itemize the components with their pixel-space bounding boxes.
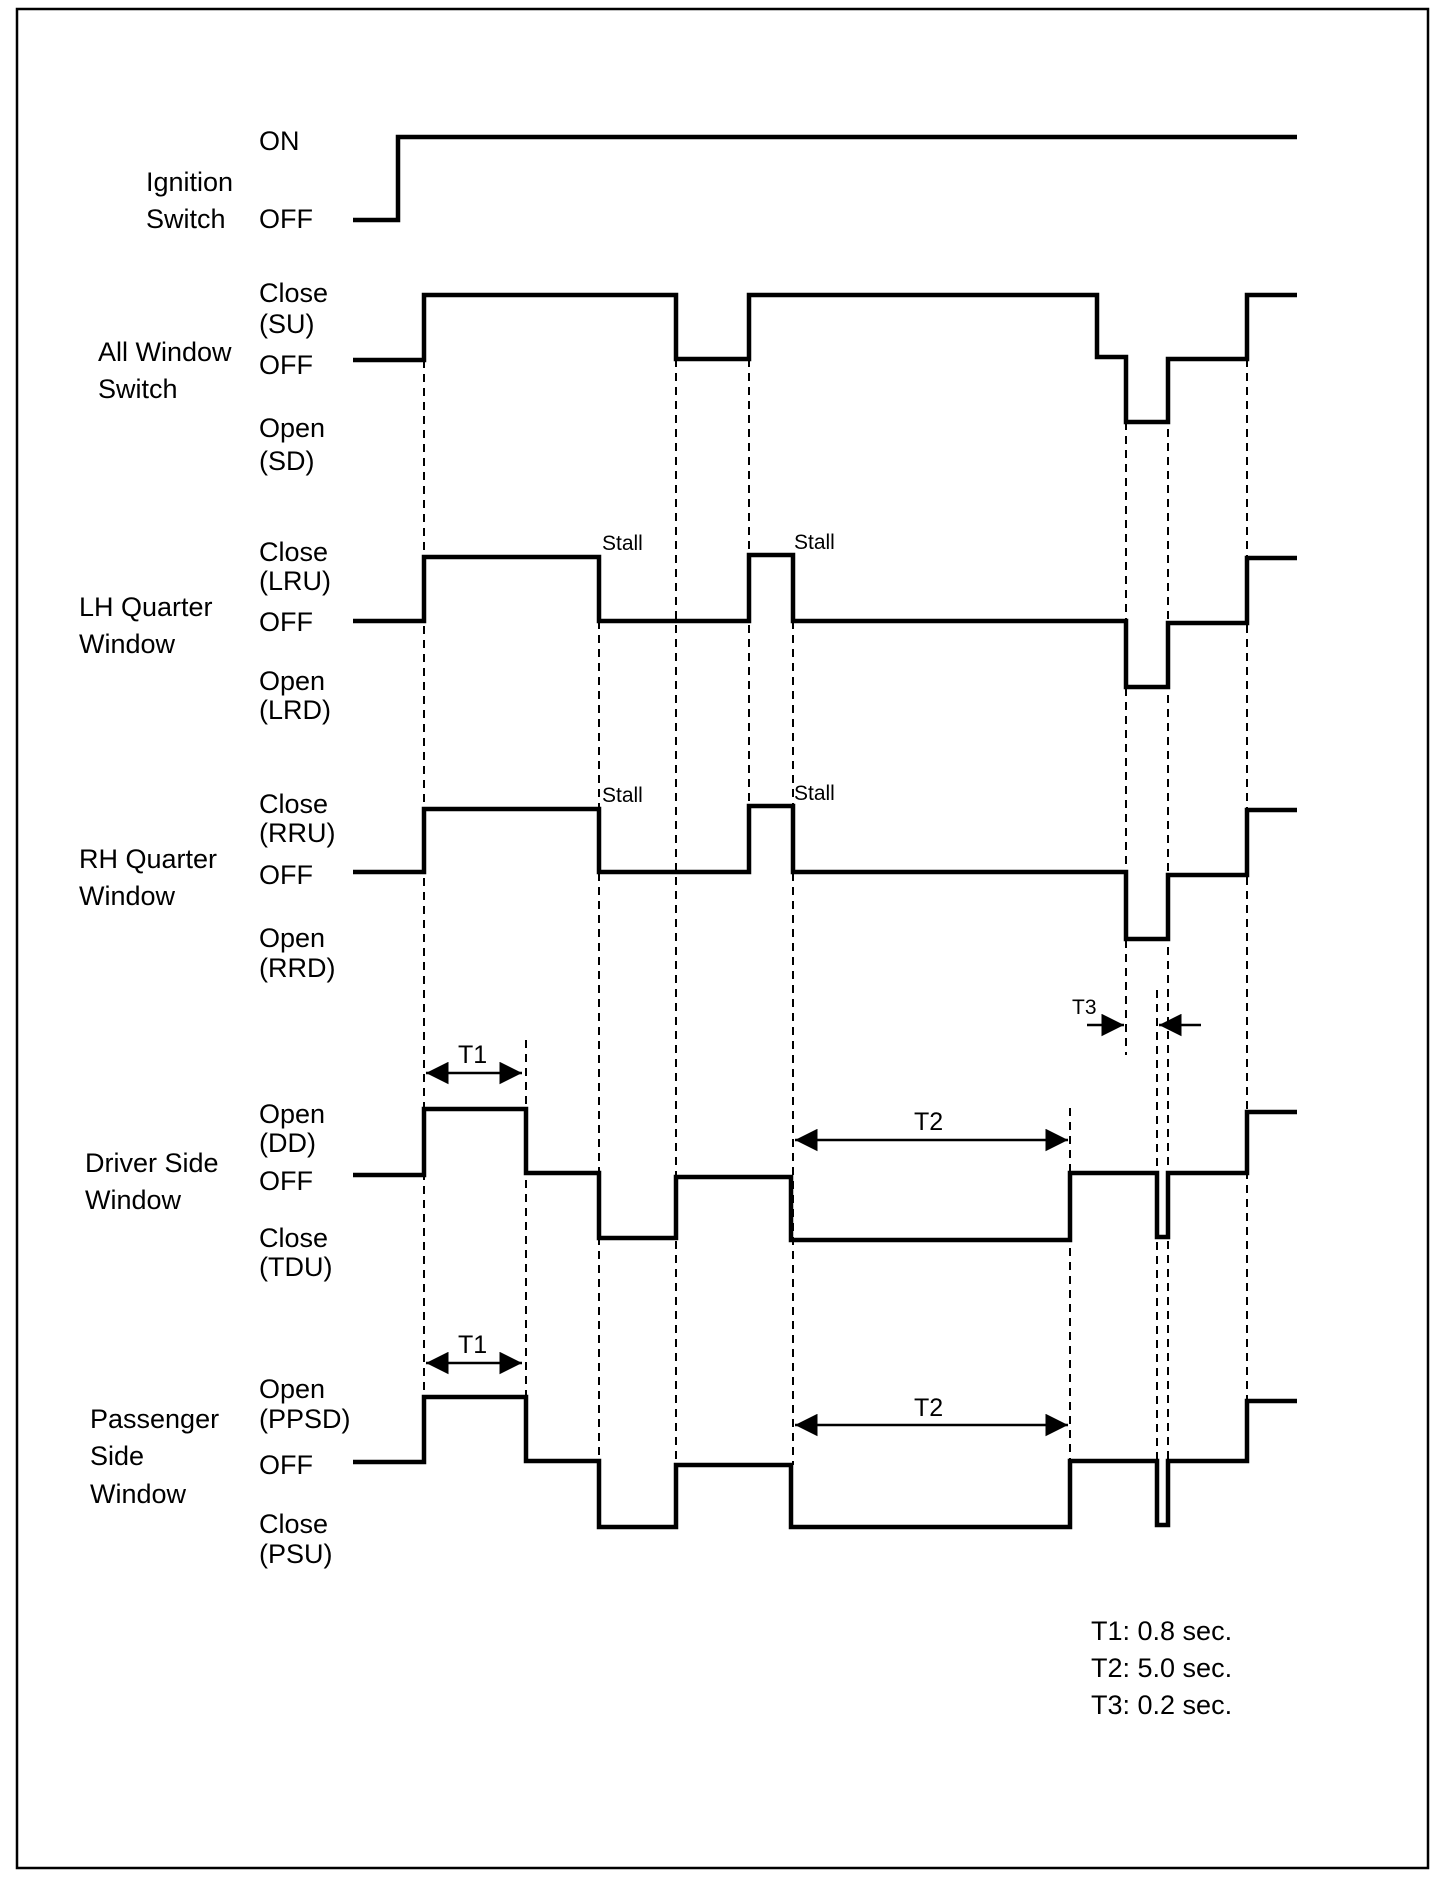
transition-guides: [423, 359, 1248, 1527]
level-label-all-window-su: (SU): [259, 309, 315, 339]
stall-annotation-rh-2: Stall: [794, 782, 835, 805]
level-label-all-window-sd: (SD): [259, 446, 315, 476]
legend-t2: T2: 5.0 sec.: [1091, 1653, 1232, 1683]
level-label-all-window-off: OFF: [259, 350, 313, 380]
level-label-passenger-ppsd: (PPSD): [259, 1404, 351, 1434]
signal-name-passenger-line-3: Window: [90, 1479, 187, 1509]
signal-name-rh-quarter-line-2: Window: [79, 881, 176, 911]
signal-name-ignition-line-2: Switch: [146, 204, 226, 234]
signal-name-all-window-line-1: All Window: [98, 337, 232, 367]
level-label-rh-close: Close: [259, 789, 328, 819]
signal-name-all-window-line-2: Switch: [98, 374, 178, 404]
level-label-lh-close: Close: [259, 537, 328, 567]
level-label-ignition-off: OFF: [259, 204, 313, 234]
signal-name-driver-line-1: Driver Side: [85, 1148, 219, 1178]
signal-driver-side: Driver Side Window Open (DD) OFF Close (…: [85, 1099, 1297, 1282]
stall-annotation-lh-2: Stall: [794, 531, 835, 554]
level-label-lh-open: Open: [259, 666, 325, 696]
waveform-rh-quarter: [353, 803, 1297, 942]
t1-label-driver: T1: [458, 1041, 487, 1069]
diagram-frame: [15, 7, 1430, 1870]
waveform-ignition: [353, 134, 1297, 223]
signal-all-window: All Window Switch Close (SU) OFF Open (S…: [98, 278, 1297, 476]
level-label-passenger-off: OFF: [259, 1450, 313, 1480]
level-label-rh-open: Open: [259, 923, 325, 953]
signal-rh-quarter: RH Quarter Window Close (RRU) OFF Open (…: [79, 782, 1297, 983]
interval-markers: T1 T1 T2 T2 T3: [426, 996, 1201, 1437]
waveform-passenger-side: [353, 1394, 1297, 1530]
stall-annotation-lh-1: Stall: [602, 532, 643, 555]
legend-t3: T3: 0.2 sec.: [1091, 1690, 1232, 1720]
signal-name-rh-quarter-line-1: RH Quarter: [79, 844, 217, 874]
signal-ignition: Ignition Switch ON OFF: [146, 126, 1297, 234]
signal-name-lh-quarter-line-1: LH Quarter: [79, 592, 213, 622]
level-label-rh-rru: (RRU): [259, 818, 335, 848]
waveform-driver-side: [353, 1106, 1297, 1243]
waveform-all-window: [353, 292, 1297, 425]
level-label-lh-lrd: (LRD): [259, 695, 331, 725]
signal-passenger-side: Passenger Side Window Open (PPSD) OFF Cl…: [90, 1374, 1297, 1569]
signal-name-lh-quarter-line-2: Window: [79, 629, 176, 659]
level-label-all-window-open: Open: [259, 413, 325, 443]
level-label-driver-tdu: (TDU): [259, 1252, 332, 1282]
t1-label-passenger: T1: [458, 1331, 487, 1359]
level-label-driver-dd: (DD): [259, 1128, 316, 1158]
timing-legend: T1: 0.8 sec. T2: 5.0 sec. T3: 0.2 sec.: [1091, 1616, 1232, 1720]
signal-lh-quarter: LH Quarter Window Close (LRU) OFF Open (…: [79, 531, 1297, 725]
t2-label-driver: T2: [914, 1108, 943, 1136]
legend-t1: T1: 0.8 sec.: [1091, 1616, 1232, 1646]
signal-name-passenger-line-2: Side: [90, 1441, 144, 1471]
t2-label-passenger: T2: [914, 1394, 943, 1422]
level-label-passenger-psu: (PSU): [259, 1539, 333, 1569]
signal-name-ignition-line-1: Ignition: [146, 167, 233, 197]
level-label-lh-off: OFF: [259, 607, 313, 637]
level-label-ignition-on: ON: [259, 126, 300, 156]
level-label-driver-off: OFF: [259, 1166, 313, 1196]
t3-label: T3: [1072, 996, 1097, 1019]
signal-name-passenger-line-1: Passenger: [90, 1404, 219, 1434]
level-label-all-window-close: Close: [259, 278, 328, 308]
level-label-driver-close: Close: [259, 1223, 328, 1253]
level-label-passenger-close: Close: [259, 1509, 328, 1539]
level-label-passenger-open: Open: [259, 1374, 325, 1404]
stall-annotation-rh-1: Stall: [602, 784, 643, 807]
signal-name-driver-line-2: Window: [85, 1185, 182, 1215]
level-label-rh-off: OFF: [259, 860, 313, 890]
level-label-driver-open: Open: [259, 1099, 325, 1129]
level-label-lh-lru: (LRU): [259, 566, 331, 596]
level-label-rh-rrd: (RRD): [259, 953, 335, 983]
waveform-lh-quarter: [353, 552, 1297, 690]
